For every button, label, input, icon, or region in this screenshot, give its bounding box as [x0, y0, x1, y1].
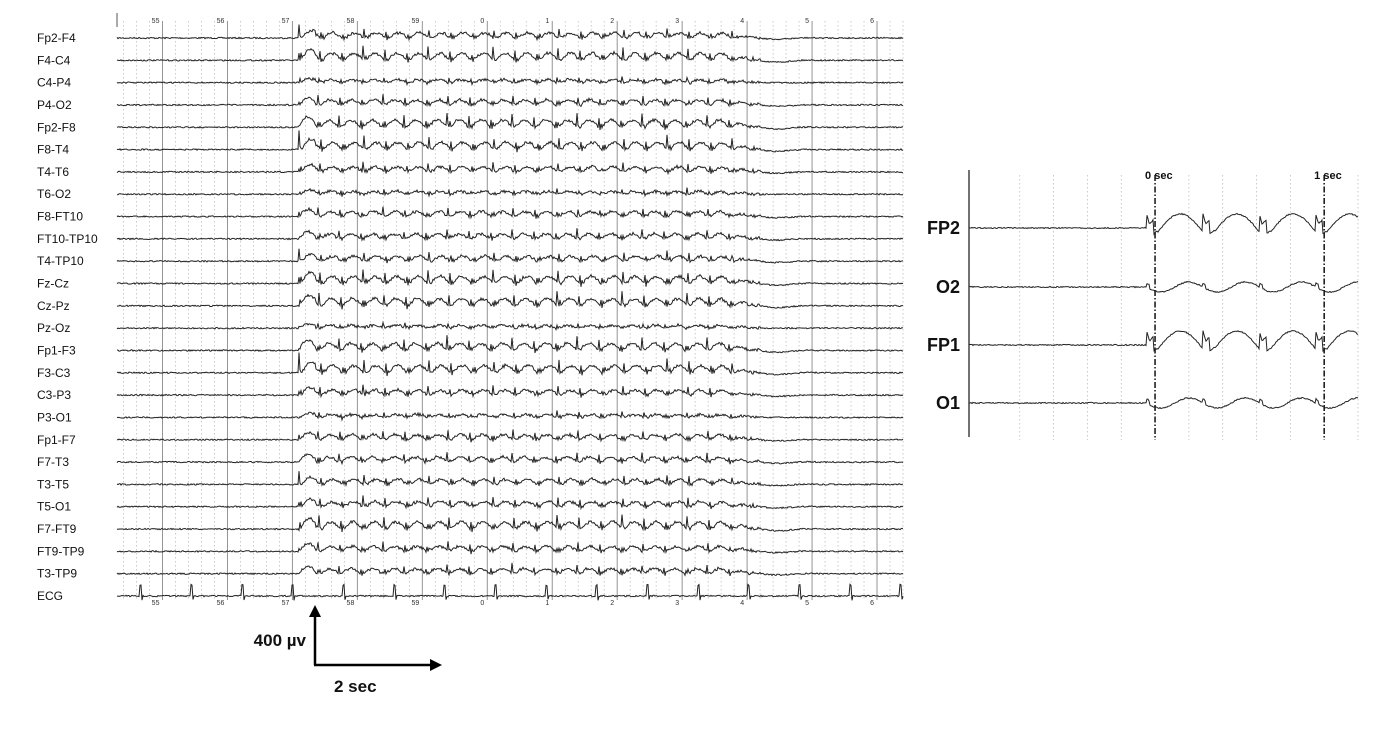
inset-eeg-trace	[969, 396, 1359, 410]
inset-eeg-trace	[968, 212, 1359, 236]
eeg-trace	[116, 24, 904, 42]
inset-time-marker-label: 0 sec	[1145, 170, 1173, 182]
time-tick-label-top: 4	[740, 18, 744, 25]
scale-time-label: 2 sec	[334, 677, 377, 696]
eeg-trace	[116, 291, 904, 310]
eeg-trace	[116, 410, 904, 422]
time-tick-label-top: 5	[805, 18, 809, 25]
eeg-trace	[116, 206, 904, 220]
eeg-trace	[116, 320, 904, 331]
scale-right-arrowhead	[430, 659, 442, 671]
time-tick-label-top: 1	[545, 18, 549, 25]
inset-eeg-trace	[969, 329, 1359, 352]
eeg-trace	[116, 161, 903, 176]
channel-label: Fp1-F7	[37, 433, 76, 447]
eeg-trace	[116, 45, 904, 63]
time-tick-label-bottom: 2	[610, 600, 614, 607]
channel-label: P3-O1	[37, 410, 72, 424]
channel-label: F7-T3	[37, 455, 69, 469]
channel-label: F8-T4	[37, 143, 69, 157]
channel-label: Fp2-F4	[37, 31, 76, 45]
channel-label: T5-O1	[37, 500, 71, 514]
inset-eeg-trace	[968, 280, 1359, 294]
time-tick-label-bottom: 55	[152, 600, 160, 607]
eeg-trace	[116, 94, 903, 108]
channel-label: FT9-TP9	[37, 544, 85, 558]
inset-channel-label: FP1	[927, 335, 960, 355]
eeg-trace	[116, 248, 904, 264]
eeg-trace	[116, 113, 904, 131]
time-tick-label-bottom: 3	[675, 600, 679, 607]
channel-label: P4-O2	[37, 98, 72, 112]
channel-label: F4-C4	[37, 53, 71, 67]
channel-label: T3-T5	[37, 477, 69, 491]
channel-label: Fp1-F3	[37, 343, 76, 357]
channel-label: C4-P4	[37, 76, 71, 90]
time-tick-label-bottom: 5	[805, 600, 809, 607]
channel-label: T4-T6	[37, 165, 69, 179]
channel-label: T6-O2	[37, 187, 71, 201]
time-tick-label-bottom: 57	[282, 600, 290, 607]
eeg-trace	[116, 429, 904, 443]
channel-label: F7-FT9	[37, 522, 77, 536]
channel-label: C3-P3	[37, 388, 71, 402]
eeg-trace	[116, 384, 904, 399]
time-tick-label-top: 2	[610, 18, 614, 25]
time-tick-label-bottom: 1	[545, 600, 549, 607]
eeg-trace	[116, 130, 903, 153]
channel-label: Pz-Oz	[37, 321, 70, 335]
inset-channel-label: O1	[936, 393, 960, 413]
scale-bar: 400 µv 2 sec	[254, 605, 442, 696]
time-tick-label-bottom: 59	[412, 600, 420, 607]
eeg-trace	[116, 541, 904, 555]
time-tick-label-bottom: 56	[217, 600, 225, 607]
eeg-trace	[116, 495, 904, 511]
inset-channel-label: FP2	[927, 218, 960, 238]
time-tick-label-top: 6	[870, 18, 874, 25]
eeg-trace	[116, 228, 904, 242]
channel-label: Fp2-F8	[37, 120, 76, 134]
inset-time-marker-label: 1 sec	[1314, 170, 1342, 182]
channel-label: Fz-Cz	[37, 277, 69, 291]
time-tick-label-bottom: 58	[347, 600, 355, 607]
time-tick-label-top: 55	[152, 18, 160, 25]
time-tick-label-top: 56	[217, 18, 225, 25]
channel-label: Cz-Pz	[37, 299, 70, 313]
channel-label: F8-FT10	[37, 210, 83, 224]
eeg-trace	[116, 269, 904, 287]
time-tick-label-bottom: 0	[480, 600, 484, 607]
eeg-trace	[116, 562, 904, 577]
time-tick-label-bottom: 4	[740, 600, 744, 607]
channel-label: T3-TP9	[37, 567, 77, 581]
inset-channel-label: O2	[936, 277, 960, 297]
scale-amplitude-label: 400 µv	[254, 631, 307, 650]
eeg-trace	[116, 352, 904, 377]
scale-up-arrowhead	[309, 605, 321, 617]
time-tick-label-top: 57	[282, 18, 290, 25]
time-tick-label-top: 3	[675, 18, 679, 25]
channel-label: ECG	[37, 589, 63, 603]
time-tick-label-top: 0	[480, 18, 484, 25]
eeg-trace	[116, 452, 904, 466]
eeg-trace	[116, 514, 903, 533]
eeg-trace	[116, 471, 903, 488]
main-eeg-panel: 5555565657575858595900112233445566Fp2-F4…	[37, 13, 904, 607]
time-tick-label-top: 58	[347, 18, 355, 25]
time-tick-label-top: 59	[412, 18, 420, 25]
eeg-trace	[116, 335, 904, 354]
time-tick-label-bottom: 6	[870, 600, 874, 607]
channel-label: FT10-TP10	[37, 232, 98, 246]
channel-label: F3-C3	[37, 366, 71, 380]
channel-label: T4-TP10	[37, 254, 84, 268]
eeg-trace	[117, 583, 904, 601]
eeg-trace	[116, 187, 904, 198]
eeg-trace	[116, 75, 904, 87]
